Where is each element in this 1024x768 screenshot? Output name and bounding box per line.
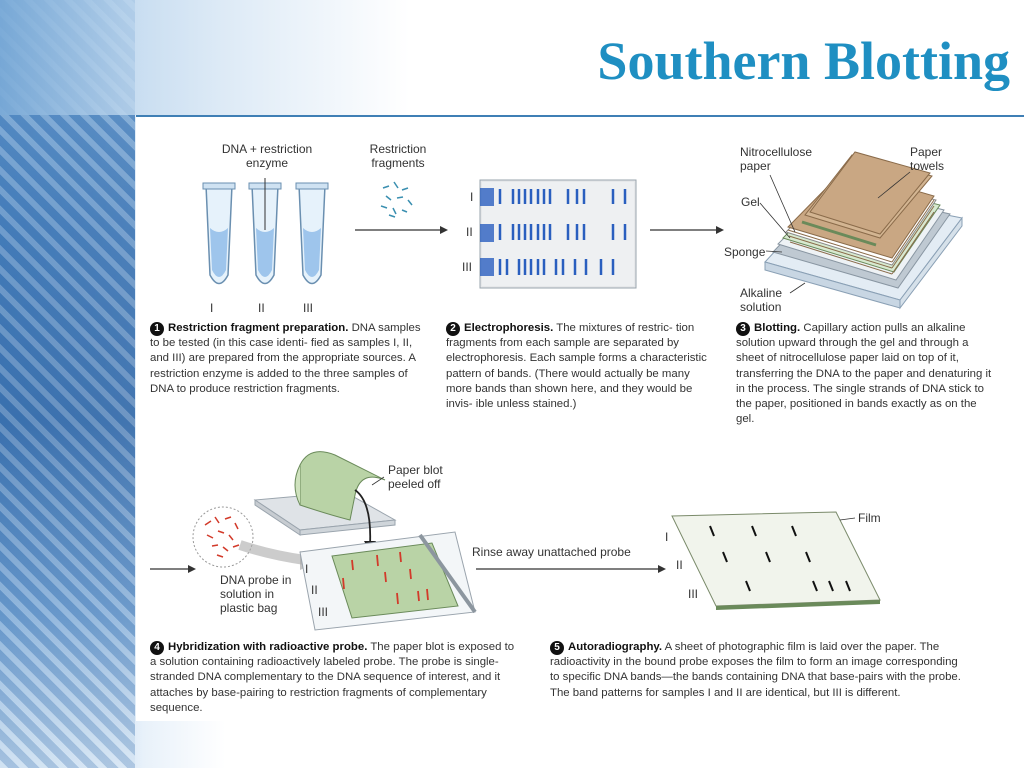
film-lane-label-1: I [665, 530, 669, 544]
blotting-stack [764, 151, 963, 310]
paper-blot-peel [253, 451, 397, 552]
decorative-side-strip [0, 0, 135, 768]
step-number-5: 5 [550, 641, 564, 655]
tube-1 [202, 182, 236, 285]
slide-title: Southern Blotting [597, 31, 1010, 91]
restriction-fragments-cluster [380, 181, 413, 218]
tube-label-1: I [210, 301, 214, 315]
step3-caption: 3 Blotting. Capillary action pulls an alk… [736, 321, 998, 427]
tube-3 [295, 182, 329, 285]
blot-lane-label-1: I [305, 562, 309, 576]
dna-restriction-label: DNA + restriction enzyme [221, 142, 313, 170]
step3-caption-title: Blotting. [754, 322, 801, 334]
rinse-label: Rinse away unattached probe [472, 545, 631, 559]
paper-towels-label: Paper towels [910, 145, 945, 173]
test-tubes [202, 178, 329, 285]
step3-caption-body: Capillary action pulls an alkaline solut… [736, 322, 992, 426]
tube-label-3: III [303, 301, 314, 315]
step-number-3: 3 [736, 322, 750, 336]
step2-caption: 2 Electrophoresis. The mixtures of restri… [446, 321, 712, 412]
paper-blot-peeled-label: Paper blot peeled off [388, 463, 443, 491]
step-number-2: 2 [446, 322, 460, 336]
film-label: Film [858, 511, 881, 525]
nitrocellulose-label: Nitrocellulose paper [740, 145, 813, 173]
panel-top-border [136, 115, 1024, 118]
step4-caption-body: The paper blot is exposed to a solution … [150, 641, 515, 714]
step1-caption: 1 Restriction fragment preparation. DNA s… [150, 321, 422, 397]
step2-caption-body: The mixtures of restric- tion fragments … [446, 322, 707, 411]
step5-caption-title: Autoradiography. [568, 641, 663, 653]
tube-label-2: II [258, 301, 265, 315]
gel-label: Gel [741, 195, 760, 209]
sponge-label: Sponge [724, 245, 766, 259]
blot-lane-label-2: II [311, 583, 318, 597]
autoradiograph-film [671, 511, 881, 610]
gel-lane-label-1: I [470, 190, 474, 204]
step3-leader-lines [759, 171, 911, 294]
decorative-header-band [0, 0, 1024, 115]
step-number-4: 4 [150, 641, 164, 655]
film-lane-label-3: III [688, 587, 699, 601]
step5-caption: 5 Autoradiography. A sheet of photographi… [550, 640, 970, 701]
film-lane-label-2: II [676, 558, 683, 572]
step2-caption-title: Electrophoresis. [464, 322, 554, 334]
restriction-fragments-label: Restriction fragments [369, 142, 427, 170]
blot-lane-label-3: III [318, 605, 329, 619]
plastic-bag [299, 531, 477, 631]
step4-caption: 4 Hybridization with radioactive probe. T… [150, 640, 522, 716]
step-number-1: 1 [150, 322, 164, 336]
gel-lane-label-3: III [462, 260, 473, 274]
step1-caption-title: Restriction fragment preparation. [168, 322, 349, 334]
dna-probe-label: DNA probe in solution in plastic bag [220, 573, 292, 615]
gel-lane-label-2: II [466, 225, 473, 239]
electrophoresis-gel [479, 179, 637, 289]
alkaline-solution-label: Alkaline solution [740, 286, 783, 314]
probe-solution-circle [192, 506, 254, 568]
step4-caption-title: Hybridization with radioactive probe. [168, 641, 368, 653]
step5-caption-body: A sheet of photographic film is laid ove… [550, 641, 961, 699]
step1-caption-body: DNA samples to be tested (in this case i… [150, 322, 421, 395]
